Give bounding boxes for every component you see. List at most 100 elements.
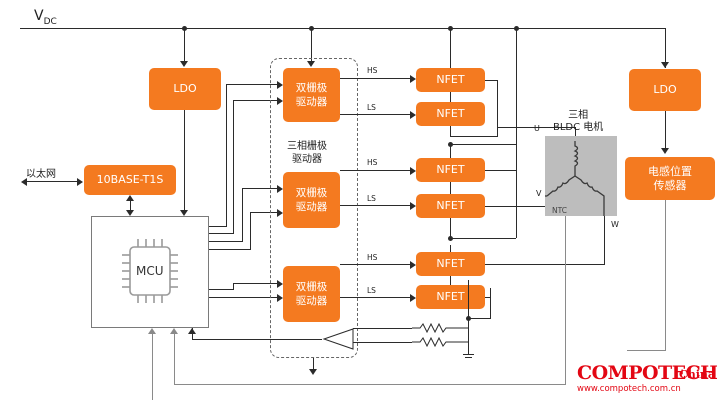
supply-label: VDC: [34, 8, 57, 27]
arrow-down-icon: [661, 62, 669, 68]
nfet-high-u-label: NFET: [436, 73, 465, 86]
mcu-drv3-wire-a: [209, 289, 234, 290]
motor-winding-icon: [545, 141, 605, 216]
rail-drop-ldo1: [184, 28, 185, 62]
arrow-down-icon: [180, 210, 188, 216]
shunt-bus-h: [468, 318, 491, 319]
nfet-low-v-label: NFET: [436, 199, 465, 212]
sensor-feedback-down: [665, 200, 666, 350]
ldo-block-mcu-label: LDO: [173, 82, 197, 95]
nfet-high-v-label: NFET: [436, 163, 465, 176]
ntc-feedback-down: [565, 216, 566, 384]
fet-bus-vw: [450, 218, 451, 238]
phase-v-label: V: [536, 189, 542, 198]
drv1-hs-wire: [340, 78, 410, 79]
mcu-drv2-wire-b-v: [250, 212, 251, 250]
arrow-right-icon: [410, 294, 416, 302]
nfet-high-w-label: NFET: [436, 257, 465, 270]
rail-drop-driver: [311, 28, 312, 62]
mcu-drv3-wire-a-h: [233, 283, 277, 284]
amp-in-wire: [353, 328, 412, 329]
gate-driver-1: 双栅极 驱动器: [283, 68, 340, 122]
drv2-ls-wire: [340, 205, 410, 206]
mcu-drv1-wire-a-h: [226, 84, 277, 85]
nfet-low-u: NFET: [416, 102, 485, 126]
junction-dot: [514, 26, 519, 31]
nfet-high-u: NFET: [416, 68, 485, 92]
junction-dot: [182, 26, 187, 31]
drv1-ls-wire: [340, 114, 410, 115]
fet-bus-low: [450, 245, 451, 252]
mcu-drv2-wire-a-h: [242, 188, 277, 189]
ntc-label: NTC: [552, 206, 567, 215]
arrow-up-icon: [170, 328, 178, 334]
arrow-right-icon: [410, 202, 416, 210]
arrow-up-icon: [126, 195, 134, 201]
rail-right-u: [497, 80, 498, 137]
arrow-right-icon: [77, 178, 83, 186]
shunt-bus: [468, 280, 469, 346]
drv3-ls-wire: [340, 297, 410, 298]
shunt-bus-link: [490, 288, 491, 318]
drv1-ls-label: LS: [367, 103, 376, 112]
arrow-right-icon: [410, 261, 416, 269]
phy-mcu-wire: [130, 200, 131, 210]
chip-icon: [122, 239, 178, 303]
watermark-region: China: [679, 368, 716, 381]
shunt-bus-top: [485, 297, 491, 298]
ldo-block-mcu: LDO: [149, 68, 221, 110]
arrow-down-icon: [126, 210, 134, 216]
fet-bus-h2: [450, 144, 516, 145]
mcu-drv2-wire-a: [209, 241, 243, 242]
phase-u-label: U: [534, 124, 540, 133]
junction-dot: [448, 142, 453, 147]
supply-label-subscript: DC: [43, 16, 57, 27]
watermark-url: www.compotech.com.cn: [577, 384, 681, 394]
ntc-feedback-up: [174, 334, 175, 385]
mcu-drv1-wire-a-v: [226, 84, 227, 227]
amplifier-icon: [322, 328, 354, 350]
nfet-low-w-label: NFET: [436, 290, 465, 303]
arrow-right-icon: [410, 111, 416, 119]
arrow-down-icon: [180, 61, 188, 67]
arrow-right-icon: [277, 185, 283, 193]
arrow-down-icon: [661, 148, 669, 154]
phase-v-wire: [485, 206, 545, 207]
gate-driver-1-label: 双栅极 驱动器: [295, 82, 328, 108]
amp-out-wire: [192, 339, 322, 340]
rail-drop-fet: [450, 28, 451, 68]
amp-out-up: [192, 328, 193, 340]
rail-right-u-top: [485, 80, 497, 81]
fet-w-out: [485, 264, 605, 265]
mcu-drv1-wire-b: [209, 233, 234, 234]
supply-label-main: V: [34, 8, 44, 24]
mcu-label: MCU: [136, 264, 164, 278]
drv2-hs-wire: [340, 170, 410, 171]
gate-driver-2-label: 双栅极 驱动器: [295, 187, 328, 213]
ldo-block-sensor: LDO: [629, 69, 701, 111]
arrow-left-icon: [21, 178, 27, 186]
arrow-right-icon: [410, 75, 416, 83]
position-sensor-label: 电感位置 传感器: [648, 164, 692, 192]
arrow-down-icon: [309, 369, 317, 375]
drv3-ls-label: LS: [367, 286, 376, 295]
arrow-up-icon: [188, 328, 196, 334]
mcu-drv2-wire-b-h: [250, 212, 277, 213]
fet-bus-v-pull: [450, 144, 451, 158]
gate-driver-3-label: 双栅极 驱动器: [295, 281, 328, 307]
driver-group-bottom-wire: [313, 358, 314, 370]
ldo-to-mcu-wire: [184, 110, 185, 211]
ldo-block-sensor-label: LDO: [653, 83, 677, 96]
ground-wire: [468, 346, 469, 354]
phase-w-drop: [604, 216, 605, 264]
ethernet-label: 以太网: [26, 169, 56, 180]
rail-right-v: [516, 28, 517, 238]
ethernet-phy-label: 10BASE-T1S: [96, 173, 164, 186]
mcu-drv3-wire-b: [209, 297, 277, 298]
gate-driver-3: 双栅极 驱动器: [283, 266, 340, 322]
bldc-motor: [545, 136, 617, 216]
compotech-watermark: COMPOTECH China www.compotech.com.cn: [577, 362, 717, 402]
junction-dot: [448, 236, 453, 241]
arrow-up-icon: [148, 328, 156, 334]
drv2-ls-label: LS: [367, 194, 376, 203]
